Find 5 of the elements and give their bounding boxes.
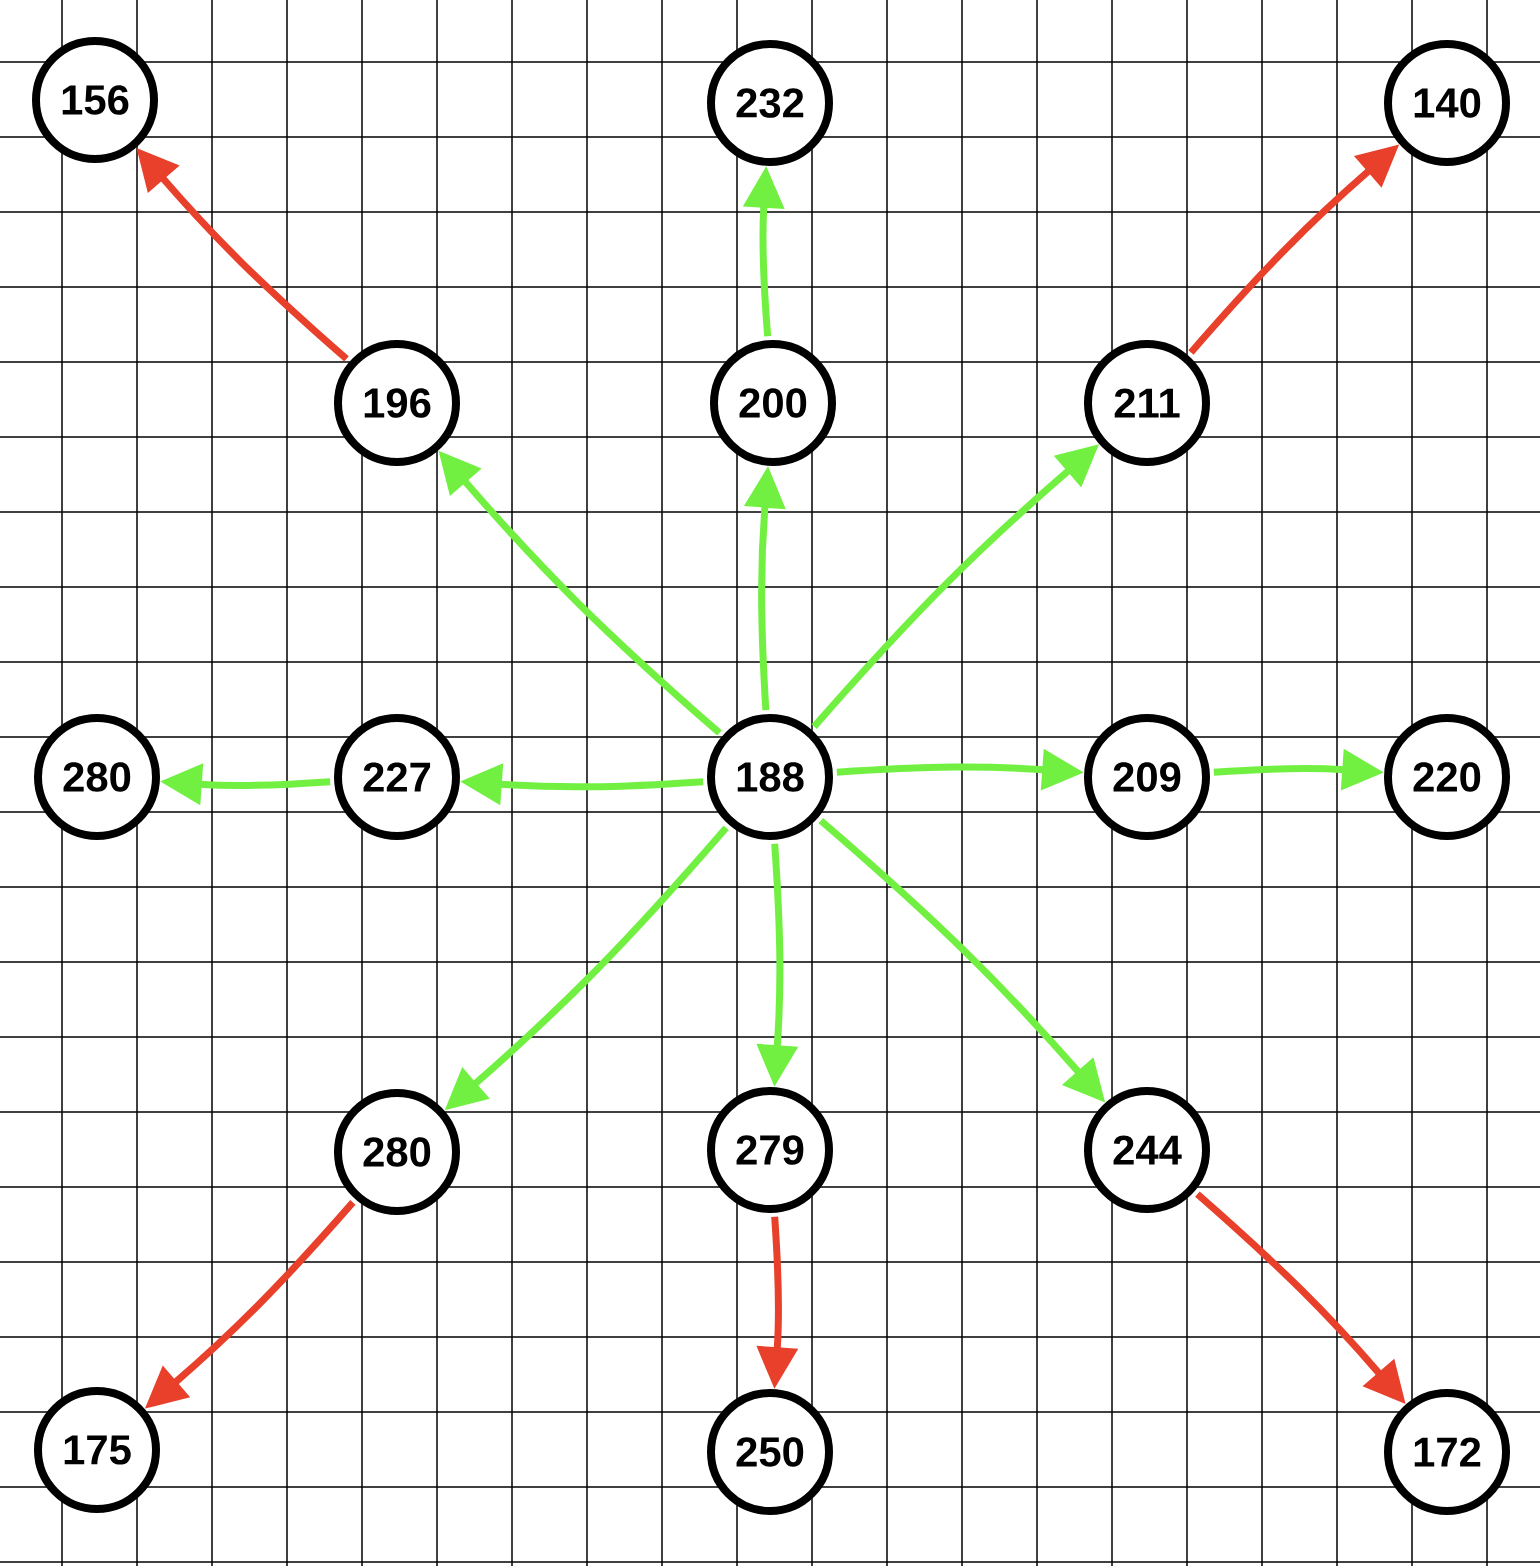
node-label: 220 [1413,762,1481,792]
node-label: 250 [736,1437,804,1467]
node-label: 175 [64,1435,131,1465]
node-label: 140 [1414,88,1481,118]
node-label: 172 [1414,1437,1481,1467]
